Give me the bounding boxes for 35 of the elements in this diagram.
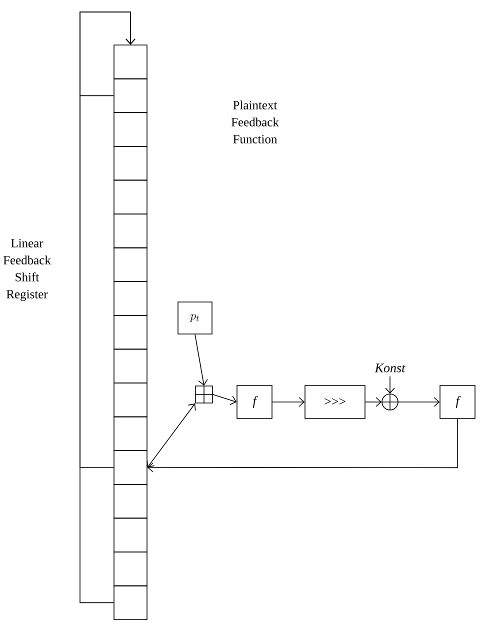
register-cell — [114, 78, 148, 113]
adder-symbol — [194, 385, 214, 404]
rotate-box: >>> — [304, 385, 366, 419]
register-cell — [114, 247, 148, 282]
register-cell — [114, 382, 148, 418]
arrow — [212, 394, 237, 405]
constant-label: Konst — [374, 364, 406, 372]
function-box: f — [236, 385, 272, 419]
arrow — [194, 334, 208, 386]
arrow — [80, 12, 136, 604]
register-cell — [114, 180, 148, 214]
arrow — [272, 397, 305, 407]
register-cell — [114, 450, 148, 485]
arrow — [147, 418, 458, 472]
register-cell — [114, 552, 148, 586]
arrow — [146, 403, 196, 468]
register-cell — [114, 214, 148, 248]
register-cell — [114, 315, 148, 350]
register-cell — [114, 518, 148, 552]
register-cell — [114, 281, 148, 316]
arrow — [365, 397, 382, 407]
register-cell — [114, 585, 148, 620]
register-cell — [114, 44, 148, 80]
register-cell — [114, 484, 148, 519]
arrow — [385, 376, 395, 394]
function-box: f — [440, 385, 476, 419]
register-cell — [114, 146, 148, 181]
register-cell — [114, 112, 148, 147]
block-label: Linear Feedback Shift Register — [3, 239, 51, 301]
xor-symbol — [381, 393, 399, 411]
input-box: $p_t$ — [178, 302, 212, 334]
block-label: Plaintext Feedback Function — [231, 100, 279, 144]
register-cell — [114, 348, 148, 384]
register-cell — [114, 416, 148, 451]
arrow — [398, 397, 440, 407]
